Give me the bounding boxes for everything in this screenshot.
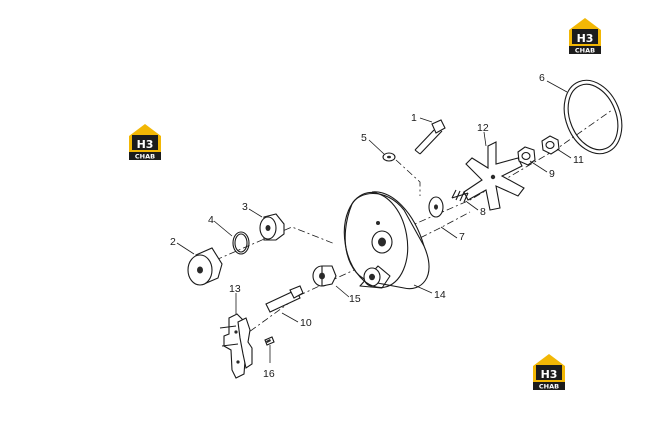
callout-13: 13 xyxy=(229,283,241,295)
callout-12: 12 xyxy=(477,122,489,134)
part-14-drum-housing xyxy=(343,191,430,290)
leader-lines xyxy=(176,80,572,363)
logo-bottom-text: CHAB xyxy=(575,47,595,55)
logo-bottom-right: H3 CHAB xyxy=(533,354,565,391)
callout-10: 10 xyxy=(300,317,312,329)
part-10-pin xyxy=(265,285,304,313)
part-9-nut xyxy=(517,146,536,166)
logo-top-text: H3 xyxy=(137,138,154,151)
part-12-star-plate xyxy=(463,141,525,211)
part-6-ring xyxy=(563,79,623,155)
callout-4: 4 xyxy=(208,214,214,226)
callout-8: 8 xyxy=(480,206,486,218)
logo-top-text: H3 xyxy=(577,32,594,45)
callout-6: 6 xyxy=(539,72,545,84)
part-8-spring xyxy=(451,189,469,203)
callout-3: 3 xyxy=(242,201,248,213)
logo-bottom-text: CHAB xyxy=(539,383,559,391)
callout-numbers: 1 2 3 4 5 6 7 8 9 10 11 12 13 14 15 16 xyxy=(170,72,584,380)
part-3-hub xyxy=(259,213,285,241)
part-2-end-cap xyxy=(187,247,223,286)
part-5-washer xyxy=(382,152,396,162)
logo-top-text: H3 xyxy=(541,368,558,381)
logo-bottom-text: CHAB xyxy=(135,153,155,161)
callout-9: 9 xyxy=(549,168,555,180)
callout-14: 14 xyxy=(434,289,446,301)
logo-left: H3 CHAB xyxy=(129,124,161,161)
part-4-oring xyxy=(232,231,250,255)
part-16-pin xyxy=(264,336,275,346)
callout-1: 1 xyxy=(411,112,417,124)
logo-top-right: H3 CHAB xyxy=(569,18,601,55)
callout-2: 2 xyxy=(170,236,176,248)
callout-11: 11 xyxy=(573,154,584,166)
part-1-bolt xyxy=(414,119,446,155)
part-7-washer xyxy=(428,196,444,218)
part-11-nut xyxy=(541,135,560,155)
assembly-axes xyxy=(187,109,613,341)
callout-5: 5 xyxy=(361,132,367,144)
callout-16: 16 xyxy=(263,368,275,380)
part-13-lever xyxy=(219,313,253,379)
callout-15: 15 xyxy=(349,293,361,305)
part-15-bushing xyxy=(312,265,337,287)
callout-7: 7 xyxy=(459,231,465,243)
